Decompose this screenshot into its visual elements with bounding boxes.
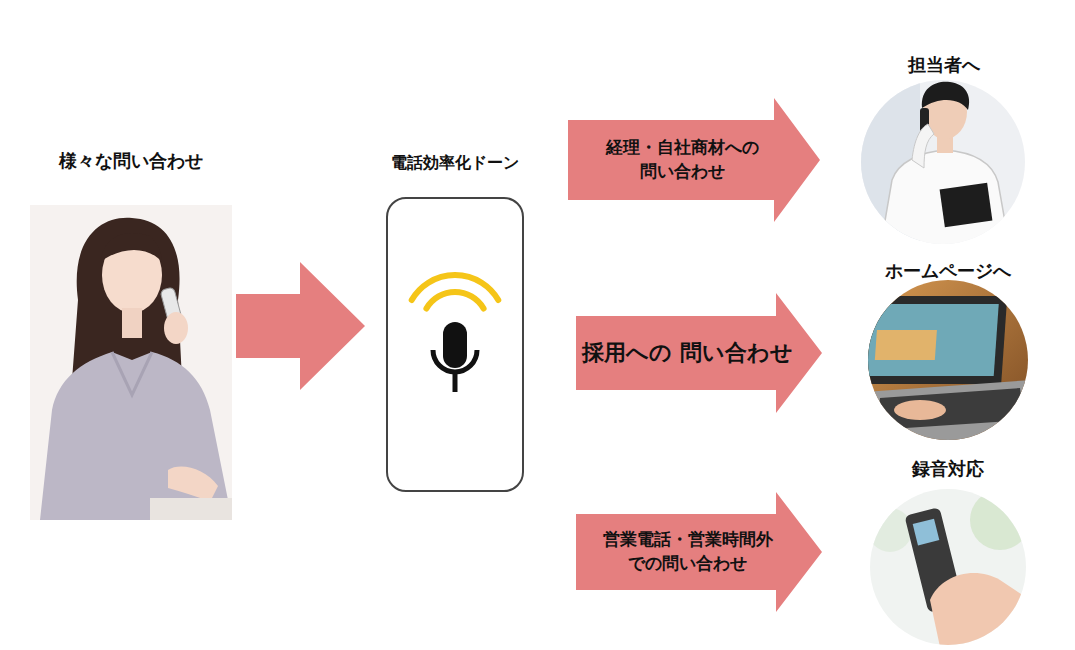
destination-circle: 担当者へ (858, 52, 1030, 246)
woman-photo (30, 205, 232, 520)
node-heading: 様々な問い合わせ (28, 148, 234, 173)
recorder-photo (930, 573, 1030, 647)
woman-photo (30, 205, 232, 520)
recorder-photo (868, 508, 912, 552)
recorder-photo (970, 490, 1030, 550)
block-arrow (576, 492, 822, 612)
block-arrow (568, 98, 820, 222)
mic-icon (412, 275, 499, 300)
staff-photo (860, 78, 1030, 250)
destination-circle: ホームページへ (862, 258, 1034, 442)
staff-photo (940, 183, 993, 227)
staff-photo (922, 82, 969, 110)
mic-icon (443, 322, 467, 368)
destination-circle: 録音対応 (862, 456, 1034, 649)
woman-photo (150, 498, 232, 520)
woman-photo (122, 308, 142, 338)
node-heading: 録音対応 (862, 456, 1034, 481)
laptop-photo (862, 304, 999, 376)
laptop-photo (894, 400, 946, 420)
phone-outline (386, 197, 524, 492)
staff-photo (880, 150, 1010, 250)
laptop-photo (876, 388, 1024, 430)
arrow-label: 営業電話・営業時間外 での問い合わせ (580, 528, 795, 576)
block-arrow (236, 262, 365, 390)
woman-photo (100, 233, 162, 262)
woman-photo (168, 467, 218, 502)
arrow-label: 採用への 問い合わせ (580, 338, 795, 369)
woman-photo (164, 312, 188, 344)
laptop-photo (851, 278, 1030, 442)
staff-photo (912, 124, 934, 168)
laptop-photo (875, 330, 937, 360)
phone-box: 電話効率化ドーン (375, 152, 535, 492)
inquiry-photo-box: 様々な問い合わせ (28, 148, 234, 520)
node-heading: 担当者へ (858, 52, 1030, 77)
laptop-photo (866, 380, 1030, 442)
mic-icon (426, 292, 483, 309)
block-arrow (576, 293, 822, 413)
arrow-label: 経理・自社商材への 問い合わせ (572, 136, 793, 184)
woman-photo (112, 352, 152, 395)
mic-icon (412, 275, 499, 392)
mic-icon (453, 372, 458, 392)
node-heading: 電話効率化ドーン (375, 152, 535, 174)
recorder-photo (868, 487, 1030, 647)
woman-photo (40, 352, 232, 520)
mic-icon (433, 350, 477, 372)
recorder-photo (913, 519, 940, 546)
node-heading: ホームページへ (862, 258, 1034, 283)
laptop-photo (851, 296, 1007, 384)
